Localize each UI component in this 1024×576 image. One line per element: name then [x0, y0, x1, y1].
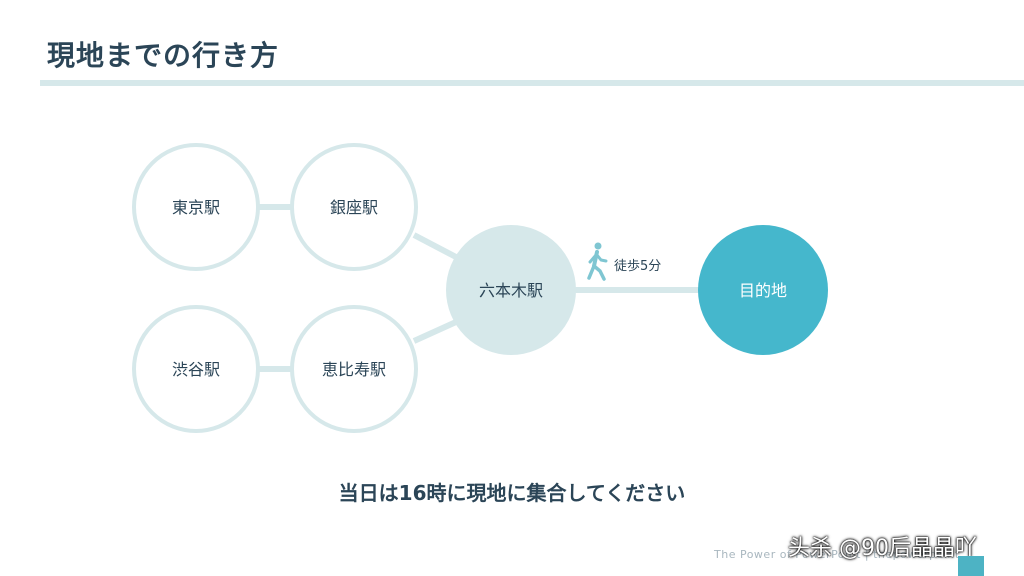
page-title: 現地までの行き方 [47, 39, 280, 72]
connector-ginza-roppongi [412, 232, 458, 260]
walk-time-label: 徒歩5分 [614, 259, 661, 274]
title-divider [40, 80, 1024, 86]
node-destination-label: 目的地 [739, 281, 787, 300]
node-ebisu-label: 恵比寿駅 [322, 360, 386, 379]
node-shibuya-ring [132, 305, 260, 433]
page-number-tab [958, 556, 984, 576]
node-destination-circle [698, 225, 828, 355]
node-roppongi-circle [446, 225, 576, 355]
connector-ebisu-roppongi [412, 319, 458, 344]
meeting-instruction: 当日は16時に現地に集合してください [338, 481, 686, 505]
node-ebisu-ring [290, 305, 418, 433]
node-tokyo-label: 東京駅 [172, 198, 220, 217]
node-ginza-ring [290, 143, 418, 271]
footer-credit: The Power of PowerPoint | thepowerpoint [714, 548, 960, 561]
node-ginza-label: 銀座駅 [330, 198, 378, 217]
node-roppongi-label: 六本木駅 [479, 281, 543, 300]
node-tokyo-ring [132, 143, 260, 271]
watermark-text: 头杀 @90后晶晶吖 [788, 536, 977, 561]
node-shibuya-label: 渋谷駅 [172, 360, 220, 379]
walking-person-icon [587, 242, 608, 281]
